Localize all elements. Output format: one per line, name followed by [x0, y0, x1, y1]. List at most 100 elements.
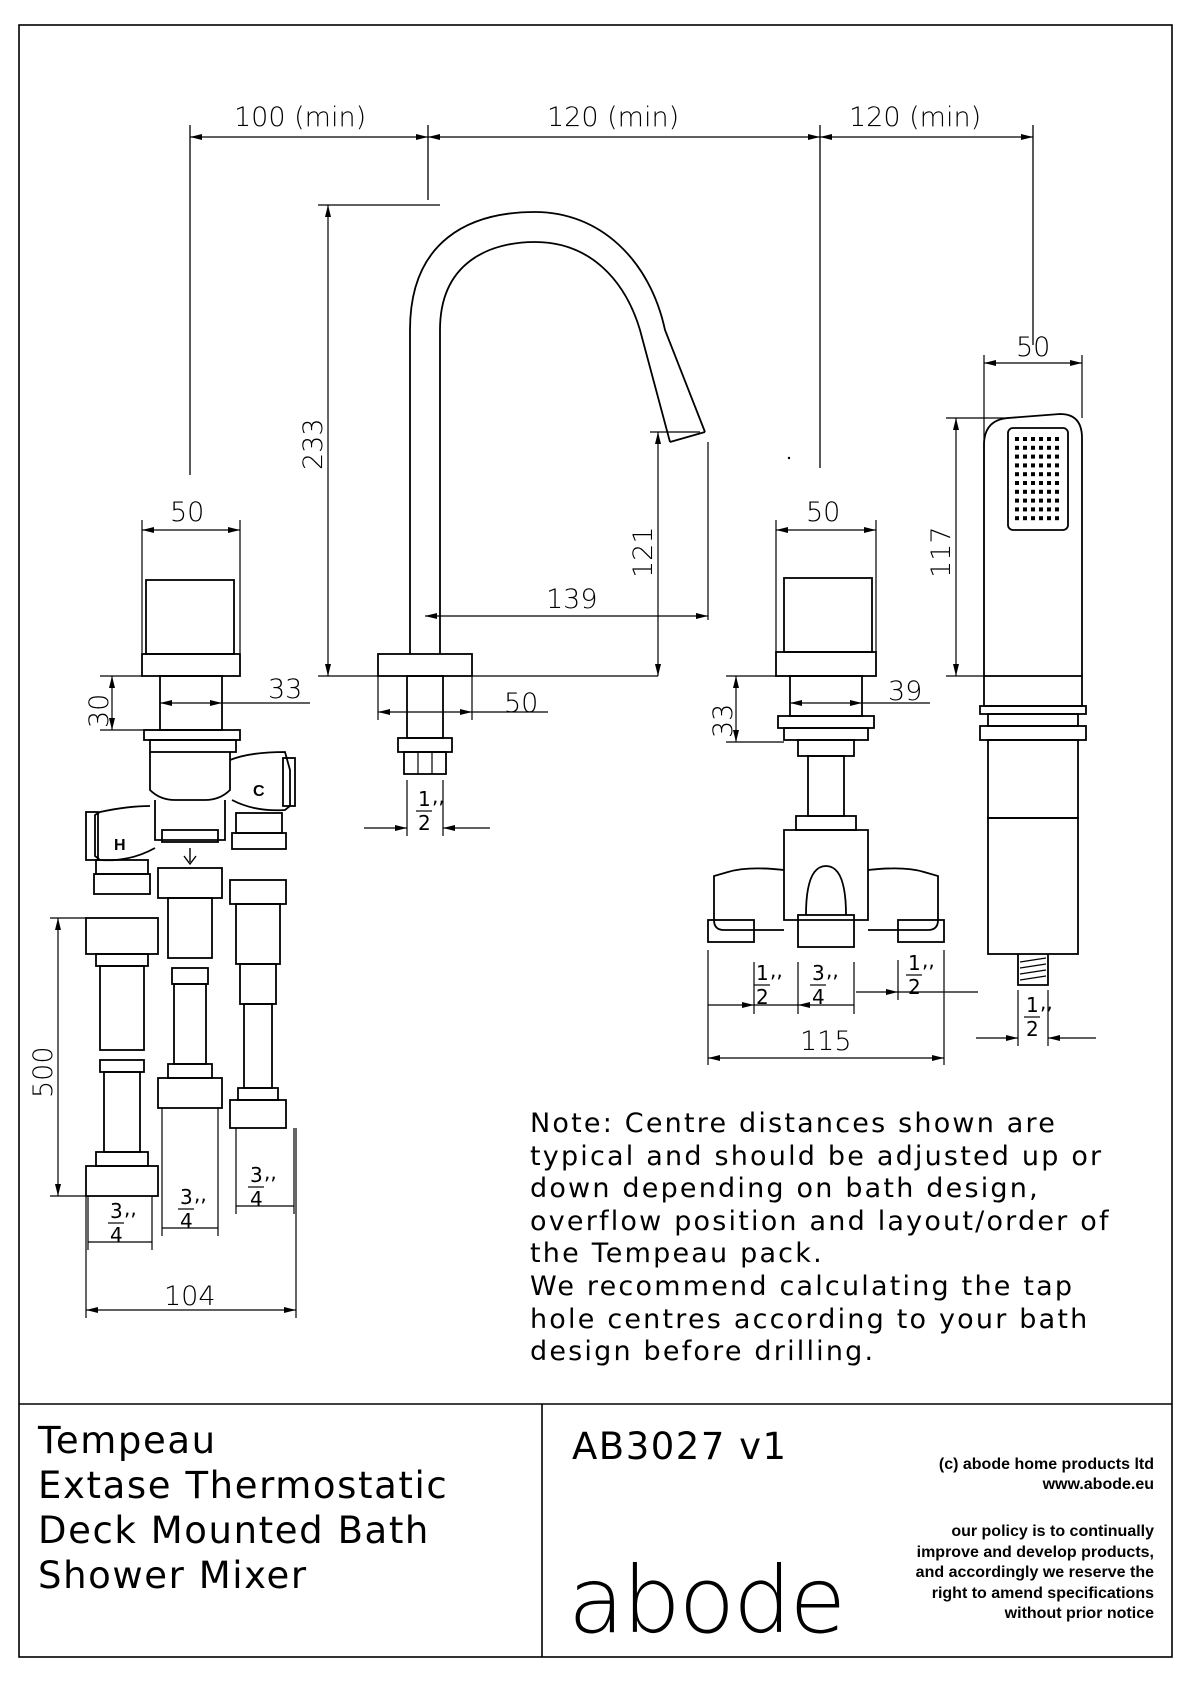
nozzle	[1015, 463, 1019, 468]
nozzle	[1023, 454, 1027, 459]
left-valve-dimensions	[50, 675, 310, 1318]
svg-text:1: 1	[1026, 993, 1039, 1017]
product-code: AB3027 v1	[572, 1425, 788, 1468]
nozzle	[1031, 516, 1035, 521]
svg-text:,,: ,,	[1040, 990, 1053, 1014]
nozzle	[1031, 507, 1035, 512]
policy-line: right to amend specifications	[931, 1584, 1154, 1602]
handset-drawing	[979, 413, 1087, 986]
dim-left-collar-height: 30	[84, 694, 115, 728]
dim-valve-hose-length: 500	[28, 1046, 59, 1098]
nozzle	[1015, 454, 1019, 459]
nozzle	[1023, 481, 1027, 485]
dim-spout-height: 233	[298, 418, 329, 470]
nozzle	[1055, 498, 1059, 503]
nozzle	[1039, 481, 1043, 485]
note-line: hole centres according to your bath	[530, 1303, 1090, 1335]
nozzle	[1047, 489, 1051, 494]
nozzle	[1039, 437, 1043, 441]
sheet-border	[18, 24, 1173, 1658]
nozzle	[1031, 463, 1035, 468]
top-spacing-dimensions	[189, 125, 1034, 475]
nozzle	[1039, 472, 1043, 477]
copyright-block: (c) abode home products ltd www.abode.eu	[939, 1455, 1154, 1495]
website-text: www.abode.eu	[1042, 1476, 1154, 1493]
nozzle	[1055, 481, 1059, 485]
diverter-thread-right: 1 2 ,,	[906, 948, 935, 999]
hot-label: H	[114, 837, 126, 854]
dim-left-collar-width: 33	[268, 674, 302, 705]
svg-text:2: 2	[908, 975, 921, 999]
nozzle	[1031, 437, 1035, 441]
valve-thread-fraction-1: 3 4 ,,	[108, 1196, 137, 1247]
abode-logo: abode	[568, 1547, 846, 1654]
stray-dot	[787, 456, 791, 460]
nozzle	[1023, 463, 1027, 468]
product-title: Tempeau Extase Thermostatic Deck Mounted…	[38, 1418, 538, 1598]
spout-dimensions	[318, 204, 709, 836]
svg-text:,,: ,,	[124, 1196, 137, 1220]
svg-text:3: 3	[110, 1199, 123, 1223]
svg-text:3: 3	[812, 961, 825, 985]
svg-text:3: 3	[180, 1185, 193, 1209]
title-line: Tempeau	[38, 1419, 217, 1462]
installation-note: Note: Centre distances shown are typical…	[530, 1108, 1150, 1369]
spout-thread-fraction: 1 2 ,,	[416, 784, 445, 835]
dim-spout-base-width: 50	[504, 688, 538, 719]
svg-text:,,: ,,	[264, 1160, 277, 1184]
policy-line: without prior notice	[1004, 1605, 1154, 1622]
nozzle	[1031, 481, 1035, 485]
nozzle	[1047, 472, 1051, 477]
svg-text:,,: ,,	[922, 948, 935, 972]
svg-text:,,: ,,	[770, 958, 783, 982]
nozzle	[1047, 463, 1051, 468]
nozzle	[1015, 437, 1019, 441]
nozzle	[1023, 472, 1027, 477]
dim-spacing-left: 100 (min)	[234, 102, 366, 133]
nozzle	[1015, 516, 1019, 521]
nozzle	[1055, 437, 1059, 441]
title-line: Shower Mixer	[38, 1554, 308, 1597]
nozzle	[1031, 498, 1035, 503]
nozzle	[1031, 489, 1035, 494]
dim-diverter-width: 50	[806, 497, 840, 528]
nozzle	[1023, 445, 1027, 450]
handset-thread-fraction: 1 2 ,,	[1024, 990, 1053, 1041]
nozzle	[1039, 516, 1043, 521]
nozzle	[1047, 454, 1051, 459]
nozzle	[1031, 454, 1035, 459]
svg-text:3: 3	[250, 1163, 263, 1187]
svg-text:1: 1	[418, 787, 431, 811]
nozzle	[1055, 454, 1059, 459]
valve-thread-fraction-2: 3 4 ,,	[178, 1182, 207, 1233]
copyright-text: (c) abode home products ltd	[938, 1456, 1154, 1473]
policy-line: our policy is to continually	[951, 1523, 1154, 1540]
nozzle	[1039, 489, 1043, 494]
nozzle	[1015, 507, 1019, 512]
nozzle	[1023, 507, 1027, 512]
svg-text:1: 1	[908, 951, 921, 975]
nozzle	[1055, 445, 1059, 450]
nozzle	[1015, 498, 1019, 503]
left-valve-drawing	[85, 520, 296, 1197]
dim-spout-outlet-height: 121	[628, 526, 659, 578]
svg-text:,,: ,,	[432, 784, 445, 808]
nozzle	[1015, 445, 1019, 450]
policy-line: improve and develop products,	[916, 1543, 1154, 1561]
nozzle	[1047, 437, 1051, 441]
handset-nozzles	[1015, 437, 1059, 521]
nozzle	[1039, 454, 1043, 459]
nozzle	[1015, 489, 1019, 494]
nozzle	[1055, 472, 1059, 477]
nozzle	[1047, 498, 1051, 503]
nozzle	[1023, 489, 1027, 494]
note-line: down depending on bath design,	[530, 1173, 1040, 1205]
svg-text:1: 1	[756, 961, 769, 985]
nozzle	[1055, 507, 1059, 512]
dim-left-width: 50	[170, 497, 204, 528]
nozzle	[1039, 498, 1043, 503]
dim-valve-span: 104	[164, 1281, 216, 1312]
dim-diverter-collar-width: 39	[888, 676, 922, 707]
nozzle	[1039, 445, 1043, 450]
